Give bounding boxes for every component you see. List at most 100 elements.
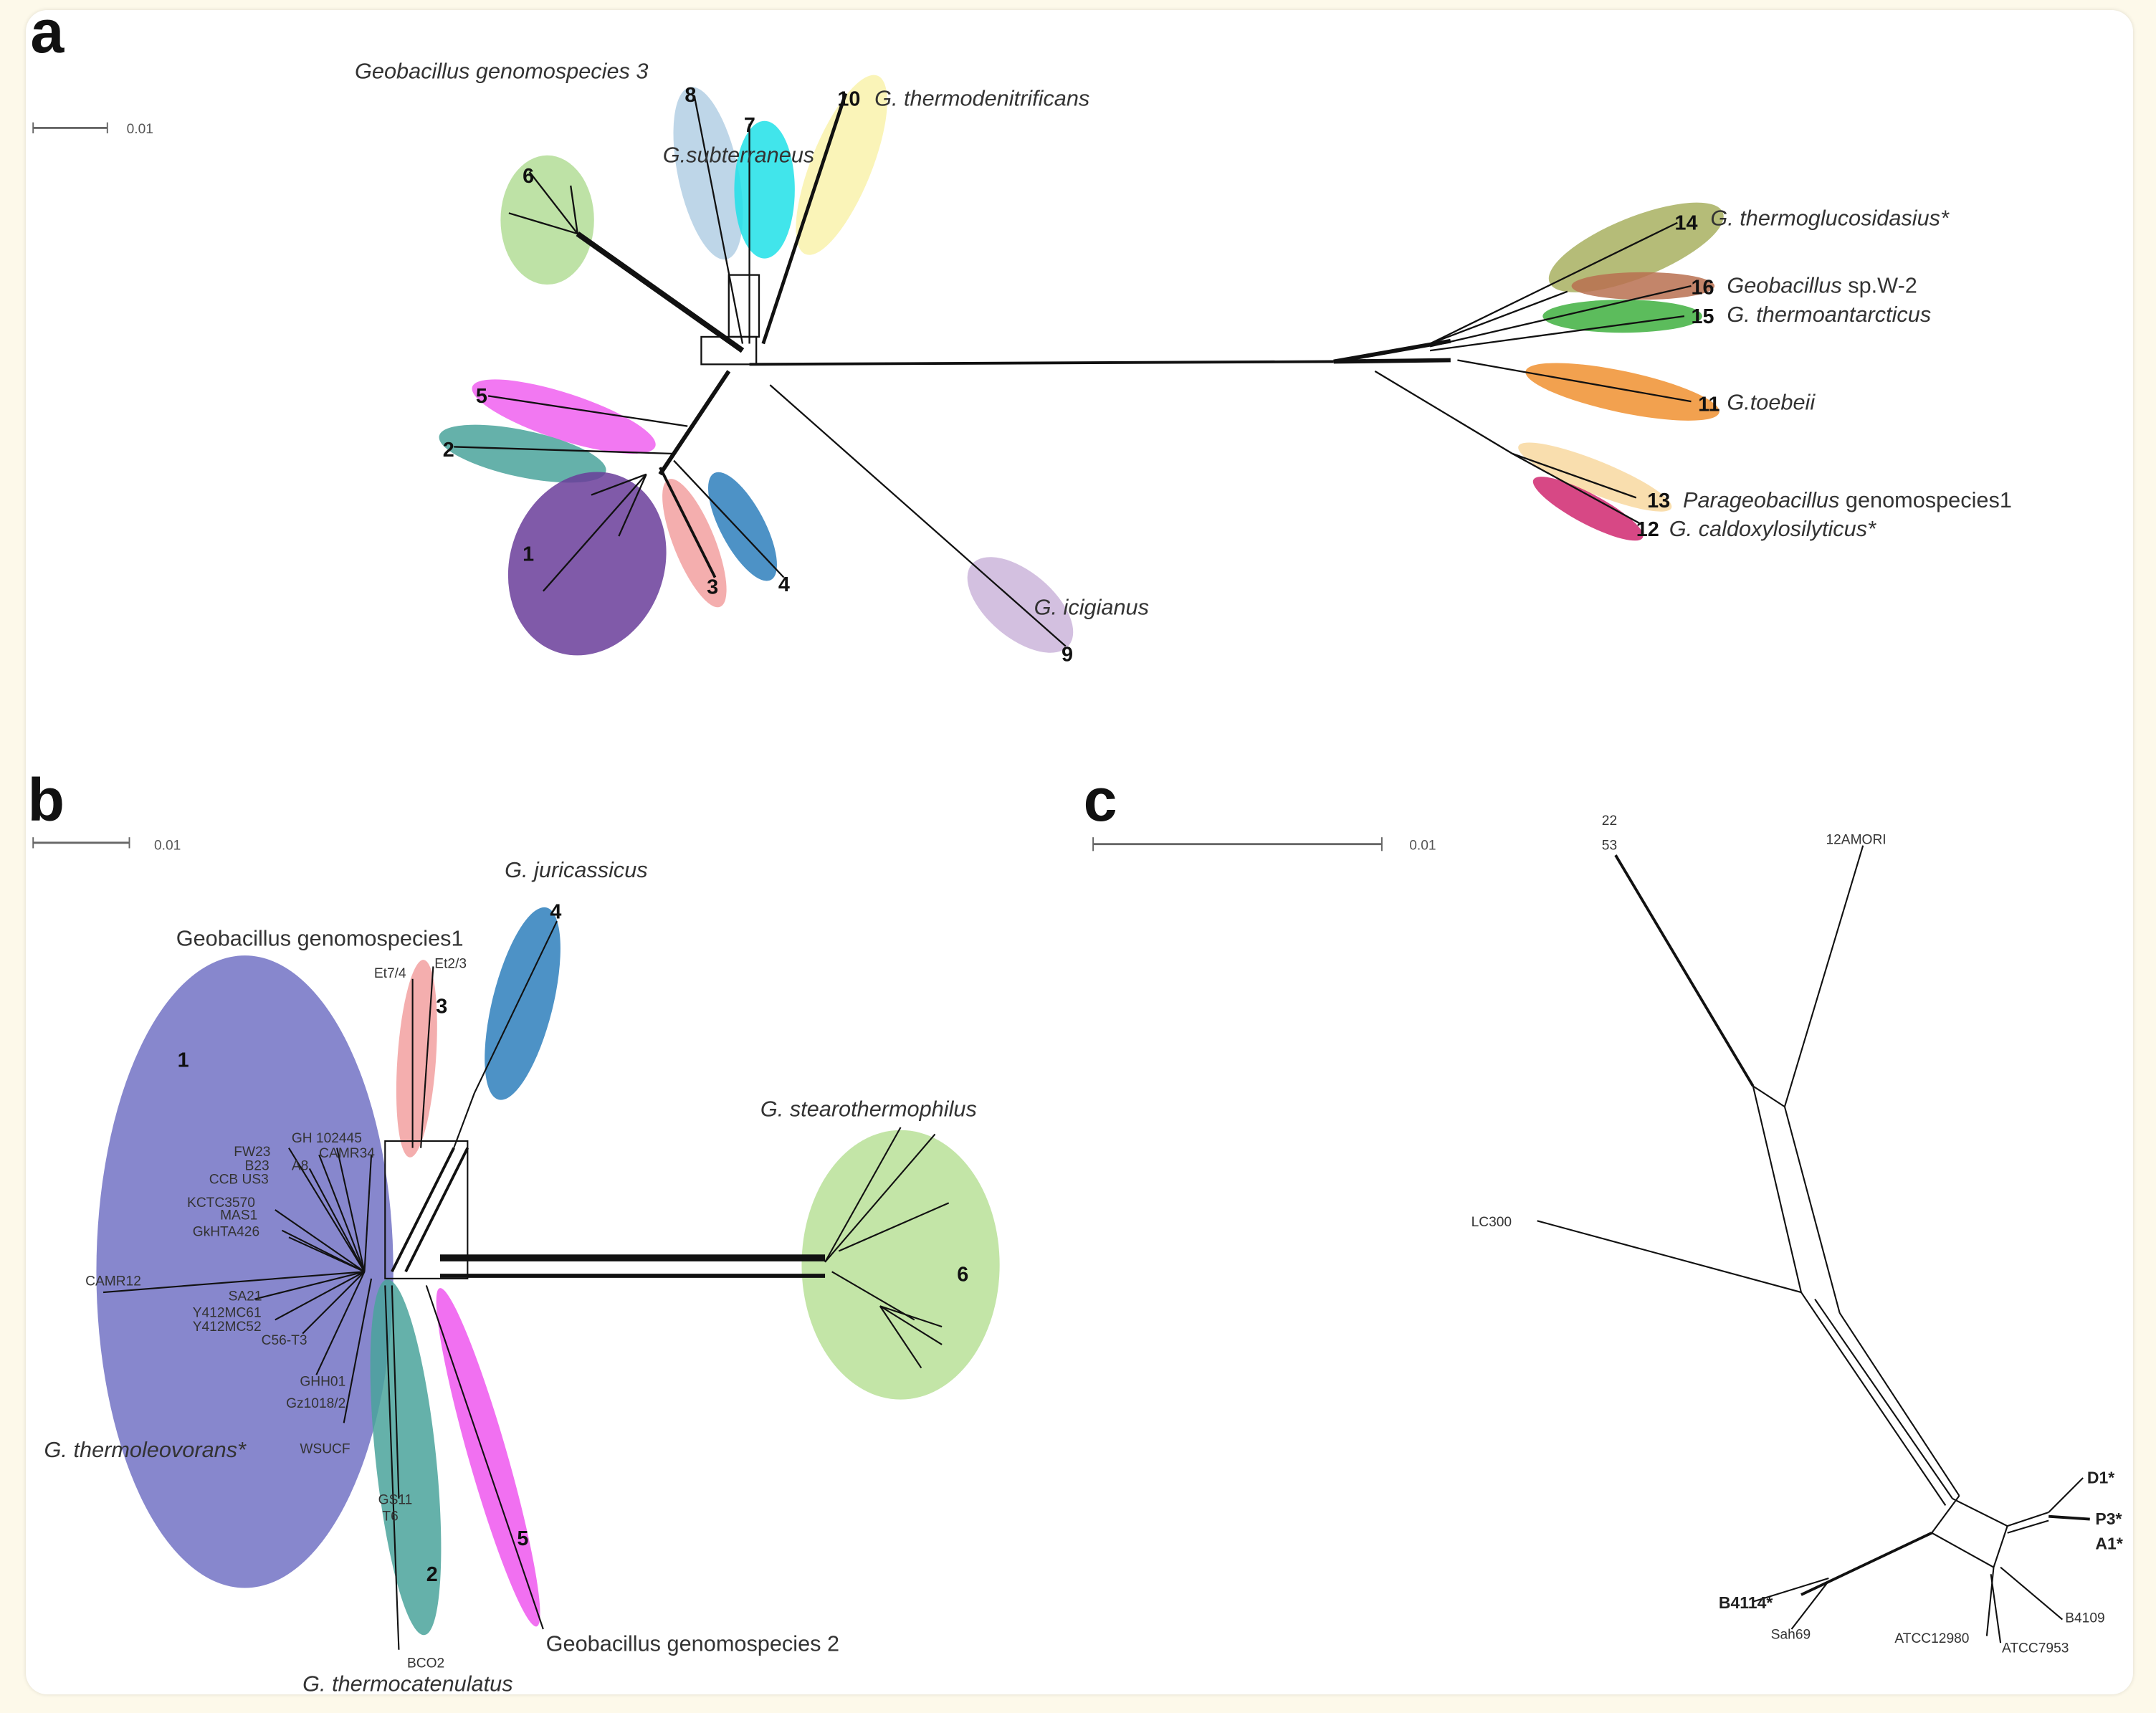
cluster-b1-number: 1 [178, 1049, 189, 1072]
strain-et7-4: Et7/4 [374, 966, 406, 981]
strain-22: 22 [1602, 813, 1617, 829]
cluster-5-number: 5 [476, 385, 487, 408]
strain-t6: T6 [382, 1509, 398, 1524]
cluster-9-number: 9 [1062, 644, 1073, 667]
panel-a-label: a [30, 0, 65, 65]
label-geobacillus-genomospecies-3: Geobacillus genomospecies 3 [355, 58, 648, 83]
strain-a8: A8 [292, 1158, 308, 1173]
cluster-13-ellipse [1518, 442, 1672, 512]
label-g-icigianus: G. icigianus [1034, 594, 1149, 619]
label-g-subterraneus: G.subterraneus [663, 142, 815, 167]
label-g-juricassicus: G. juricassicus [505, 857, 648, 882]
label-g-stearothermophilus: G. stearothermophilus [760, 1097, 977, 1122]
cluster-15-ellipse [1542, 300, 1702, 333]
cluster-b2-number: 2 [426, 1563, 438, 1586]
cluster-4-number: 4 [778, 573, 790, 596]
strain-camr12: CAMR12 [85, 1274, 141, 1289]
strain-sah69: Sah69 [1771, 1627, 1811, 1642]
panel-c-label: c [1084, 766, 1117, 834]
cluster-b1-ellipse [96, 955, 393, 1588]
cluster-b5-number: 5 [517, 1527, 528, 1550]
label-geobacillus-genomospecies-2: Geobacillus genomospecies 2 [546, 1631, 839, 1656]
panel-b-network [102, 920, 950, 1650]
cluster-b1-strain-labels: GH 102445 FW23 CAMR34 B23 A8 CCB US3 KCT… [85, 1131, 375, 1456]
panel-a: a 0.01 [30, 0, 2012, 667]
cluster-b4-ellipse [485, 907, 561, 1100]
cluster-12-number: 12 [1636, 518, 1659, 541]
cluster-10-number: 10 [837, 88, 860, 111]
label-g-thermoleovorans: G. thermoleovorans* [44, 1437, 247, 1462]
strain-mas1: MAS1 [220, 1208, 257, 1223]
strain-53: 53 [1602, 838, 1617, 853]
label-g-thermoantarcticus: G. thermoantarcticus [1727, 302, 1931, 327]
strain-sa21: SA21 [229, 1289, 262, 1304]
strain-d1: D1* [2087, 1469, 2114, 1487]
cluster-3-number: 3 [707, 576, 718, 599]
strain-b4114: B4114* [1719, 1593, 1773, 1612]
panel-b-scale-bar: 0.01 [32, 837, 181, 853]
cluster-1-ellipse [507, 472, 667, 656]
panel-b-label: b [28, 766, 65, 834]
cluster-6-ellipse [500, 155, 594, 285]
cluster-3-ellipse [662, 479, 727, 608]
cluster-b3-ellipse [396, 960, 437, 1158]
cluster-16-number: 16 [1691, 276, 1714, 299]
cluster-7-number: 7 [744, 114, 755, 137]
strain-camr34: CAMR34 [319, 1146, 375, 1161]
strain-fw23: FW23 [234, 1145, 270, 1160]
label-parageobacillus-genomospecies1: Parageobacillus genomospecies1 [1683, 487, 2012, 512]
cluster-12-ellipse [1532, 477, 1644, 541]
strain-gs11: GS11 [378, 1492, 413, 1507]
cluster-11-number: 11 [1698, 393, 1719, 416]
strain-gz1018-2: Gz1018/2 [286, 1396, 345, 1411]
strain-ccbus3: CCB US3 [209, 1173, 269, 1188]
cluster-b5-ellipse [436, 1288, 540, 1627]
cluster-b6-number: 6 [957, 1264, 968, 1287]
cluster-14-number: 14 [1674, 211, 1697, 234]
label-geobacillus-genomospecies1: Geobacillus genomospecies1 [176, 926, 464, 951]
strain-gkhta426: GkHTA426 [193, 1224, 259, 1239]
cluster-2-ellipse [439, 424, 606, 483]
strain-p3: P3* [2095, 1509, 2122, 1528]
cluster-15-number: 15 [1691, 305, 1714, 328]
panel-c: c 0.01 [1084, 766, 2123, 1656]
panel-c-scale-label: 0.01 [1409, 838, 1436, 853]
cluster-16-ellipse [1571, 272, 1715, 300]
panel-a-network [454, 92, 1692, 647]
panel-a-scale-label: 0.01 [127, 122, 153, 137]
strain-b4109: B4109 [2065, 1611, 2104, 1626]
label-g-toebeii: G.toebeii [1727, 390, 1816, 415]
cluster-b4-number: 4 [550, 900, 561, 923]
panel-c-scale-bar: 0.01 [1092, 837, 1436, 853]
strain-kctc3570: KCTC3570 [187, 1196, 255, 1211]
strain-a1: A1* [2095, 1535, 2122, 1553]
cluster-b3-number: 3 [436, 996, 447, 1018]
strain-y412mc52: Y412MC52 [193, 1320, 262, 1335]
label-geobacillus-sp-w2: Geobacillus sp.W-2 [1727, 273, 1917, 298]
panel-b-scale-label: 0.01 [154, 838, 181, 853]
label-g-thermodenitrificans: G. thermodenitrificans [874, 86, 1089, 111]
strain-b23: B23 [245, 1158, 270, 1173]
panel-c-network [1537, 845, 2090, 1643]
cluster-8-ellipse [673, 87, 743, 260]
panel-b: b 0.01 [28, 766, 1000, 1696]
cluster-2-number: 2 [443, 439, 454, 462]
cluster-13-number: 13 [1647, 490, 1670, 512]
strain-y412mc61: Y412MC61 [193, 1306, 262, 1321]
strain-et2-3: Et2/3 [434, 956, 467, 971]
cluster-10-ellipse [796, 75, 887, 255]
cluster-b6-ellipse [801, 1130, 1000, 1400]
strain-lc300: LC300 [1471, 1215, 1512, 1230]
strain-bco2: BCO2 [407, 1656, 444, 1671]
strain-atcc7953: ATCC7953 [2002, 1641, 2069, 1656]
cluster-11-ellipse [1525, 363, 1719, 421]
cluster-14-ellipse [1548, 202, 1724, 292]
cluster-8-number: 8 [685, 84, 696, 107]
strain-gh102445: GH 102445 [292, 1131, 362, 1146]
cluster-1-number: 1 [523, 543, 534, 566]
cluster-6-number: 6 [523, 165, 534, 188]
strain-12amori: 12AMORI [1826, 833, 1886, 848]
strain-wsucf: WSUCF [300, 1441, 350, 1456]
label-g-caldoxylosilyticus: G. caldoxylosilyticus* [1669, 516, 1876, 541]
